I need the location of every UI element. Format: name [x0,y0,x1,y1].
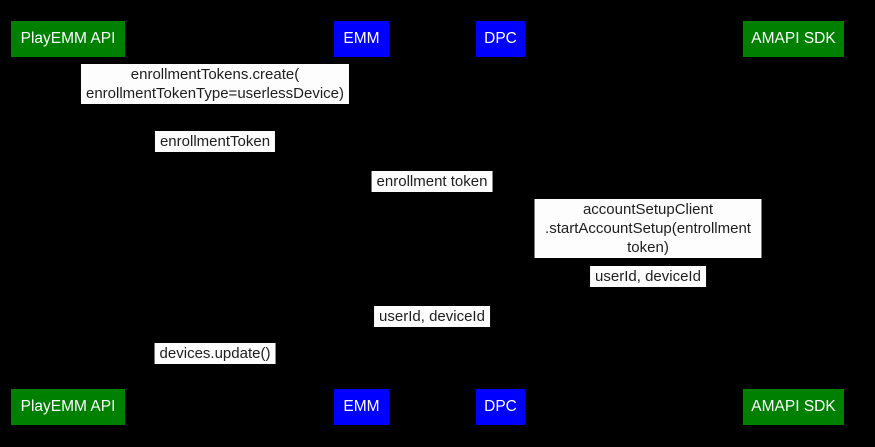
message-enrollment-tokens-create: enrollmentTokens.create( enrollmentToken… [80,64,350,104]
actor-playemm-api-top: PlayEMM API [11,21,125,57]
message-enrollment-token-to-dpc: enrollment token [371,171,493,192]
message-userid-deviceid-to-dpc: userId, deviceId [590,266,706,287]
actor-playemm-api-bottom: PlayEMM API [11,389,125,425]
message-enrollment-token-return: enrollmentToken [154,131,276,152]
message-userid-deviceid-to-emm: userId, deviceId [374,306,490,327]
actor-dpc-top: DPC [476,21,525,57]
actor-dpc-bottom: DPC [476,389,525,425]
message-devices-update: devices.update() [154,343,276,364]
message-start-account-setup: accountSetupClient .startAccountSetup(en… [534,199,762,258]
actor-amapi-sdk-bottom: AMAPI SDK [743,389,844,425]
actor-emm-top: EMM [334,21,389,57]
actor-amapi-sdk-top: AMAPI SDK [743,21,844,57]
actor-emm-bottom: EMM [334,389,389,425]
